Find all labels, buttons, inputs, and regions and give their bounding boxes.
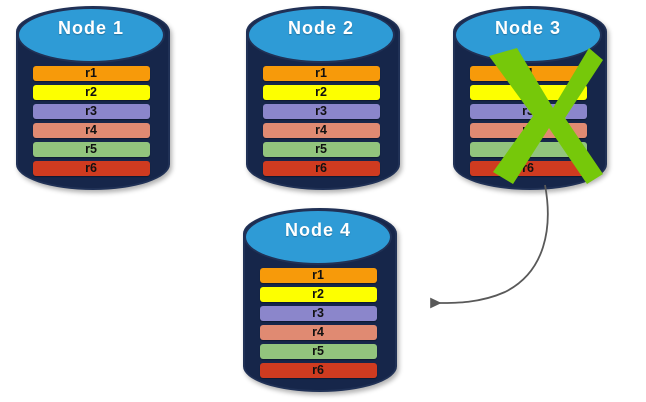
replica-bar[interactable]: r2	[259, 287, 377, 302]
replica-bar[interactable]: r3	[32, 104, 150, 119]
node-1-label: Node 1	[57, 18, 124, 38]
replica-bar[interactable]: r2	[469, 85, 587, 100]
node-4[interactable]: Node 4 r1 r2 r3 r4 r5 r6	[243, 208, 397, 392]
node-2-replica-list: r1 r2 r3 r4 r5 r6	[246, 62, 396, 176]
replica-bar[interactable]: r1	[262, 66, 380, 81]
node-3-replica-list: r1 r2 r3 r4 r5 r6	[453, 62, 603, 176]
replica-bar[interactable]: r5	[262, 142, 380, 157]
replica-bar[interactable]: r2	[32, 85, 150, 100]
node-2-label: Node 2	[287, 18, 354, 38]
replica-bar[interactable]: r4	[262, 123, 380, 138]
node-2-cylinder-top	[247, 7, 395, 63]
node-4-replica-list: r1 r2 r3 r4 r5 r6	[243, 264, 393, 378]
replica-bar[interactable]: r4	[469, 123, 587, 138]
replica-bar[interactable]: r1	[259, 268, 377, 283]
replica-bar[interactable]: r4	[32, 123, 150, 138]
replica-bar[interactable]: r1	[32, 66, 150, 81]
node-2[interactable]: Node 2 r1 r2 r3 r4 r5 r6	[246, 6, 400, 190]
node-3[interactable]: Node 3 r1 r2 r3 r4 r5 r6	[453, 6, 607, 190]
replica-bar[interactable]: r5	[259, 344, 377, 359]
replica-bar[interactable]: r6	[259, 363, 377, 378]
replica-bar[interactable]: r3	[469, 104, 587, 119]
replica-bar[interactable]: r6	[469, 161, 587, 176]
node-3-label: Node 3	[494, 18, 561, 38]
node-1-cylinder-top	[17, 7, 165, 63]
node-4-label: Node 4	[284, 220, 351, 240]
replica-bar[interactable]: r3	[262, 104, 380, 119]
node-1-replica-list: r1 r2 r3 r4 r5 r6	[16, 62, 166, 176]
replica-bar[interactable]: r1	[469, 66, 587, 81]
replica-bar[interactable]: r2	[262, 85, 380, 100]
replica-bar[interactable]: r5	[469, 142, 587, 157]
replica-bar[interactable]: r6	[32, 161, 150, 176]
replica-bar[interactable]: r6	[262, 161, 380, 176]
node-1[interactable]: Node 1 r1 r2 r3 r4 r5 r6	[16, 6, 170, 190]
node-4-cylinder-top	[244, 209, 392, 265]
replica-bar[interactable]: r5	[32, 142, 150, 157]
replica-bar[interactable]: r3	[259, 306, 377, 321]
replica-bar[interactable]: r4	[259, 325, 377, 340]
